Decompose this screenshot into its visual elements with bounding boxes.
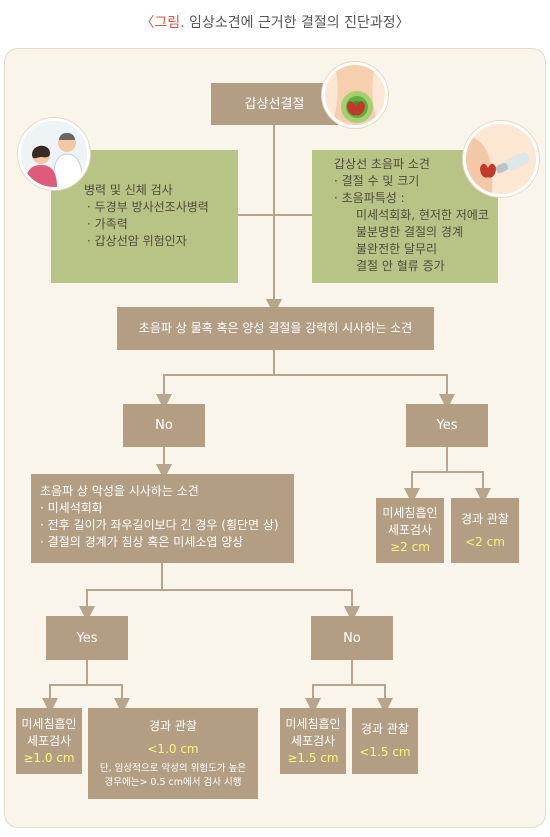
ultrasound-title: 갑상선 초음파 소견 (334, 157, 430, 171)
fna-yes1-line1: 미세침흡인 (382, 506, 438, 520)
cyst-question-label: 초음파 상 물혹 혹은 양성 결절을 강력히 시사하는 소견 (138, 321, 413, 335)
yes-box-1: Yes (406, 404, 488, 447)
history-item-family: · 가족력 (87, 217, 128, 231)
fna-box-no2: 미세침흡인 세포검사 ≥1.5 cm (280, 708, 346, 774)
cyst-question-box: 초음파 상 물혹 혹은 양성 결절을 강력히 시사하는 소견 (117, 307, 434, 350)
ultrasound-feature-flow: 결절 안 혈류 증가 (356, 259, 445, 273)
fna-box-yes2: 미세침흡인 세포검사 ≥1.0 cm (16, 708, 82, 774)
thyroid-nodule-label: 갑상선결절 (244, 96, 305, 112)
malignancy-item-margin: · 결절의 경계가 침상 혹은 미세소엽 양상 (40, 535, 244, 549)
malignancy-title: 초음파 상 악성을 시사하는 소견 (40, 484, 199, 498)
fna-no2-line2: 세포검사 (290, 733, 336, 748)
ultrasound-feature-calcification: 미세석회화, 현저한 저에코 (356, 208, 489, 222)
ultrasound-feature-margin: 불분명한 결절의 경계 (356, 225, 463, 239)
observe-yes2-threshold: <1.0 cm (147, 741, 199, 756)
observe-yes2-note-line1: 단, 임상적으로 악성의 위험도가 높은 (99, 762, 247, 774)
history-box: 병력 및 신체 검사 · 두경부 방사선조사병력 · 가족력 · 갑상선암 위험… (51, 150, 238, 283)
observe-yes1-label: 경과 관찰 (461, 511, 509, 526)
history-item-risk: · 갑상선암 위험인자 (87, 234, 187, 248)
fna-yes1-line2: 세포검사 (387, 523, 433, 537)
history-title: 병력 및 신체 검사 (84, 183, 173, 197)
ultrasound-item-count: · 결절 수 및 크기 (334, 174, 420, 188)
fna-yes2-line1: 미세침흡인 (21, 716, 77, 731)
thyroid-nodule-box: 갑상선결절 (211, 83, 338, 125)
observe-yes2-note-line2: 경우에는> 0.5 cm에서 검사 시행 (104, 776, 242, 788)
fna-yes2-threshold: ≥1.0 cm (23, 750, 75, 765)
observe-no2-threshold: <1.5 cm (359, 745, 411, 759)
fna-no2-line1: 미세침흡인 (285, 716, 341, 731)
observe-yes2-label: 경과 관찰 (149, 718, 197, 733)
yes-label-1: Yes (436, 418, 458, 433)
malignancy-item-taller: · 전후 길이가 좌우길이보다 긴 경우 (횡단면 상) (40, 518, 279, 532)
caption-title: 임상소견에 근거한 결절의 진단과정〉 (184, 15, 410, 31)
fna-no2-threshold: ≥1.5 cm (287, 750, 339, 765)
figure-caption: 〈그림. 임상소견에 근거한 결절의 진단과정〉 (0, 12, 550, 32)
observe-no2-label: 경과 관찰 (361, 722, 409, 736)
ultrasound-item-features: · 초음파특성 : (334, 191, 405, 205)
neck-thyroid-illustration-icon (322, 62, 388, 128)
caption-label: 〈그림. (140, 15, 185, 31)
observe-box-no2: 경과 관찰 <1.5 cm (352, 708, 418, 774)
fna-box-yes1: 미세침흡인 세포검사 ≥2 cm (376, 498, 444, 563)
yes-box-2: Yes (46, 616, 128, 660)
ultrasound-exam-illustration-icon (463, 121, 539, 197)
no-box-2: No (311, 616, 393, 660)
observe-yes1-threshold: <2 cm (465, 534, 505, 549)
malignancy-box: 초음파 상 악성을 시사하는 소견 · 미세석회화 · 전후 길이가 좌우길이보… (31, 474, 294, 563)
malignancy-item-calcification: · 미세석회화 (40, 501, 103, 515)
fna-yes1-threshold: ≥2 cm (390, 540, 430, 554)
no-label-2: No (343, 630, 361, 646)
no-box-1: No (123, 404, 205, 447)
observe-box-yes1: 경과 관찰 <2 cm (451, 498, 519, 563)
observe-box-yes2: 경과 관찰 <1.0 cm 단, 임상적으로 악성의 위험도가 높은 경우에는>… (88, 708, 258, 799)
ultrasound-feature-halo: 불완전한 달무리 (356, 242, 438, 256)
fna-yes2-line2: 세포검사 (26, 733, 72, 748)
no-label-1: No (155, 418, 173, 433)
doctor-patient-illustration-icon (18, 118, 90, 190)
yes-label-2: Yes (76, 630, 98, 646)
history-item-radiation: · 두경부 방사선조사병력 (87, 200, 209, 214)
